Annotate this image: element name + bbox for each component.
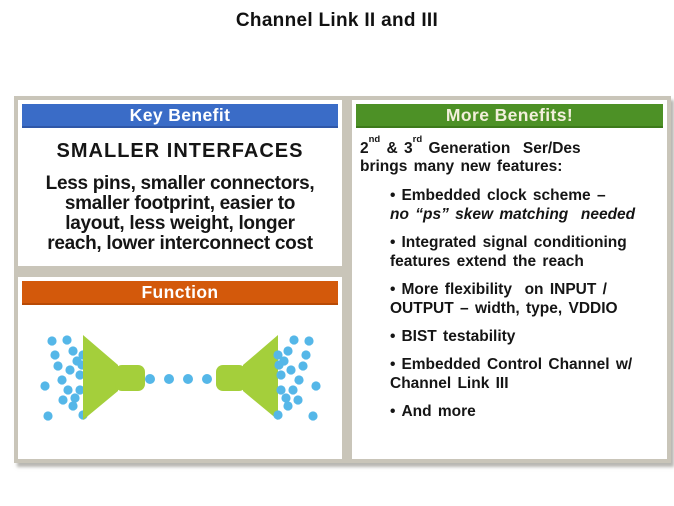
benefits-bullet-list: • Embedded clock scheme – no “ps” skew ma… (360, 186, 659, 421)
bullet-item: • BIST testability (390, 327, 659, 346)
right-column: More Benefits! 2nd & 3rd Generation Ser/… (352, 100, 667, 459)
bullet-marker: • (390, 281, 396, 299)
serdes-diagram-svg (40, 335, 321, 421)
bullet-text: Embedded Control Channel w/ (401, 356, 633, 374)
benefits-intro-line2: brings many new features: (360, 158, 563, 176)
bullet-item: • More flexibility on INPUT / OUTPUT – wi… (390, 280, 659, 318)
parallel-dots-right (273, 335, 321, 421)
bullet-text: Embedded clock scheme – (401, 187, 606, 205)
key-benefit-header: Key Benefit (22, 104, 338, 128)
serdes-diagram (22, 305, 338, 455)
serializer-funnel-icon (83, 335, 145, 420)
key-benefit-panel: Key Benefit SMALLER INTERFACES Less pins… (18, 100, 342, 266)
serial-dots (145, 374, 212, 384)
key-benefit-line: reach, lower interconnect cost (47, 233, 313, 254)
key-benefit-body: SMALLER INTERFACES Less pins, smaller co… (22, 128, 338, 254)
bullet-text: Integrated signal conditioning (401, 234, 627, 252)
intro-text: Generation Ser/Des (422, 140, 581, 158)
deserializer-funnel-icon (216, 335, 278, 420)
function-header: Function (22, 281, 338, 305)
bullet-marker: • (390, 328, 396, 346)
more-benefits-header: More Benefits! (356, 104, 663, 128)
bullet-item: • Embedded clock scheme – no “ps” skew ma… (390, 186, 659, 224)
bullet-text-italic: no “ps” skew matching needed (390, 206, 636, 224)
bullet-item: • Embedded Control Channel w/ Channel Lin… (390, 355, 659, 393)
benefits-intro: 2nd & 3rd Generation Ser/Des brings many… (360, 134, 659, 176)
ordinal-superscript: nd (368, 134, 381, 145)
key-benefit-line: Less pins, smaller connectors, (45, 173, 315, 194)
bullet-marker: • (390, 234, 396, 252)
bullet-marker: • (390, 187, 396, 205)
left-column: Key Benefit SMALLER INTERFACES Less pins… (18, 100, 342, 459)
ordinal-superscript: rd (412, 134, 423, 145)
bullet-text: And more (401, 403, 476, 421)
bullet-text: features extend the reach (390, 253, 584, 271)
bullet-text: BIST testability (401, 328, 516, 346)
intro-text: 2 (360, 140, 369, 158)
key-benefit-heading: SMALLER INTERFACES (56, 140, 304, 162)
intro-text: & 3 (380, 140, 413, 158)
content-frame: Key Benefit SMALLER INTERFACES Less pins… (14, 96, 671, 463)
benefits-intro-line1: 2nd & 3rd Generation Ser/Des (360, 134, 659, 158)
more-benefits-body: 2nd & 3rd Generation Ser/Des brings many… (356, 128, 663, 430)
parallel-dots-left (40, 335, 88, 421)
bullet-text: More flexibility on INPUT / (401, 281, 607, 299)
key-benefit-line: smaller footprint, easier to (64, 193, 296, 214)
bullet-marker: • (390, 356, 396, 374)
bullet-item: • Integrated signal conditioning features… (390, 233, 659, 271)
page-title: Channel Link II and III (235, 10, 439, 31)
function-panel: Function (18, 277, 342, 459)
bullet-item: • And more (390, 402, 659, 421)
key-benefit-text: Less pins, smaller connectors, smaller f… (22, 174, 338, 254)
bullet-text: OUTPUT – width, type, VDDIO (390, 300, 618, 318)
bullet-marker: • (390, 403, 396, 421)
bullet-text: Channel Link III (390, 375, 509, 393)
key-benefit-line: layout, less weight, longer (65, 213, 295, 234)
more-benefits-panel: More Benefits! 2nd & 3rd Generation Ser/… (352, 100, 667, 459)
